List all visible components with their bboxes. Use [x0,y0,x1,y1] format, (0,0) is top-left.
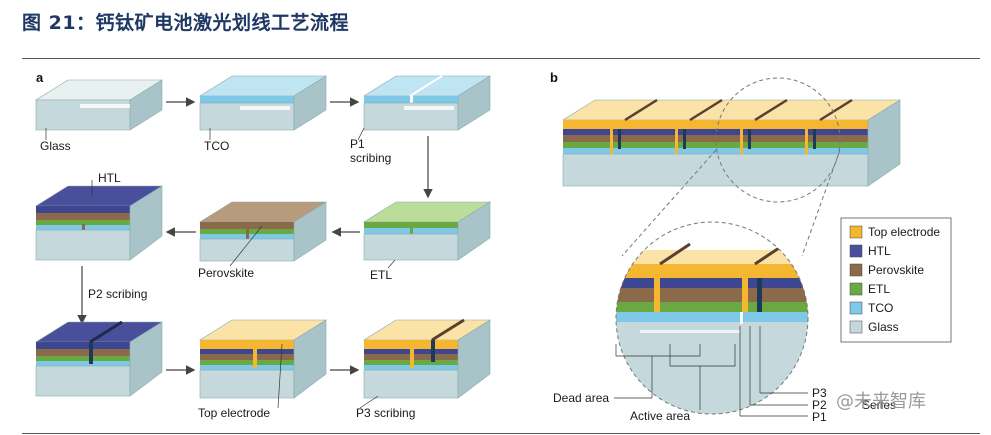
block-tco [198,75,328,131]
panel-b-label: b [550,70,558,85]
label-active-area: Active area [630,409,690,423]
legend-swatch-0 [849,225,863,239]
label-p3: P3 [812,386,827,400]
label-p2-scribing: P2 scribing [88,287,147,301]
bottom-divider [22,433,980,434]
legend-label-1: HTL [868,244,891,258]
top-divider [22,58,980,59]
legend-label-0: Top electrode [868,225,940,239]
module-cross-section [561,98,902,187]
label-dead-area: Dead area [553,391,609,405]
legend-label-2: Perovskite [868,263,924,277]
block-htl [34,185,164,261]
legend-label-5: Glass [868,320,899,334]
block-etl [362,201,492,261]
legend-label-3: ETL [868,282,890,296]
block-glass [34,79,164,131]
watermark: @未来智库 [836,391,926,412]
label-htl: HTL [98,171,121,185]
panel-a-label: a [36,70,44,85]
legend-swatch-5 [849,320,863,334]
bracket-dead [615,344,701,357]
label-p1-scribing: scribing [350,151,391,165]
label-p1: P1 [812,410,827,424]
zoom-line-left [621,149,717,257]
label-tco: TCO [204,139,229,153]
bracket-active [669,344,736,367]
legend-swatch-4 [849,301,863,315]
block-top-electrode [198,319,328,399]
label-etl: ETL [370,268,392,282]
block-perovskite [198,201,328,262]
label-p3-scribing: P3 scribing [356,406,415,420]
zoomed-detail [615,221,809,415]
zoom-circle-small [715,77,841,203]
block-p3 [362,318,492,399]
label-series: Series [862,398,896,412]
label-perovskite: Perovskite [198,266,254,280]
legend-swatch-2 [849,263,863,277]
legend-swatch-3 [849,282,863,296]
legend-swatch-1 [849,244,863,258]
block-p1 [362,75,492,131]
label-top-electrode: Top electrode [198,406,270,420]
label-glass: Glass [40,139,71,153]
block-p2 [34,320,164,397]
legend-label-4: TCO [868,301,893,315]
label-p1: P1 [350,137,365,151]
zoom-line-right [801,149,841,257]
figure-title: 图 21：钙钛矿电池激光划线工艺流程 [22,12,350,34]
label-p2: P2 [812,398,827,412]
